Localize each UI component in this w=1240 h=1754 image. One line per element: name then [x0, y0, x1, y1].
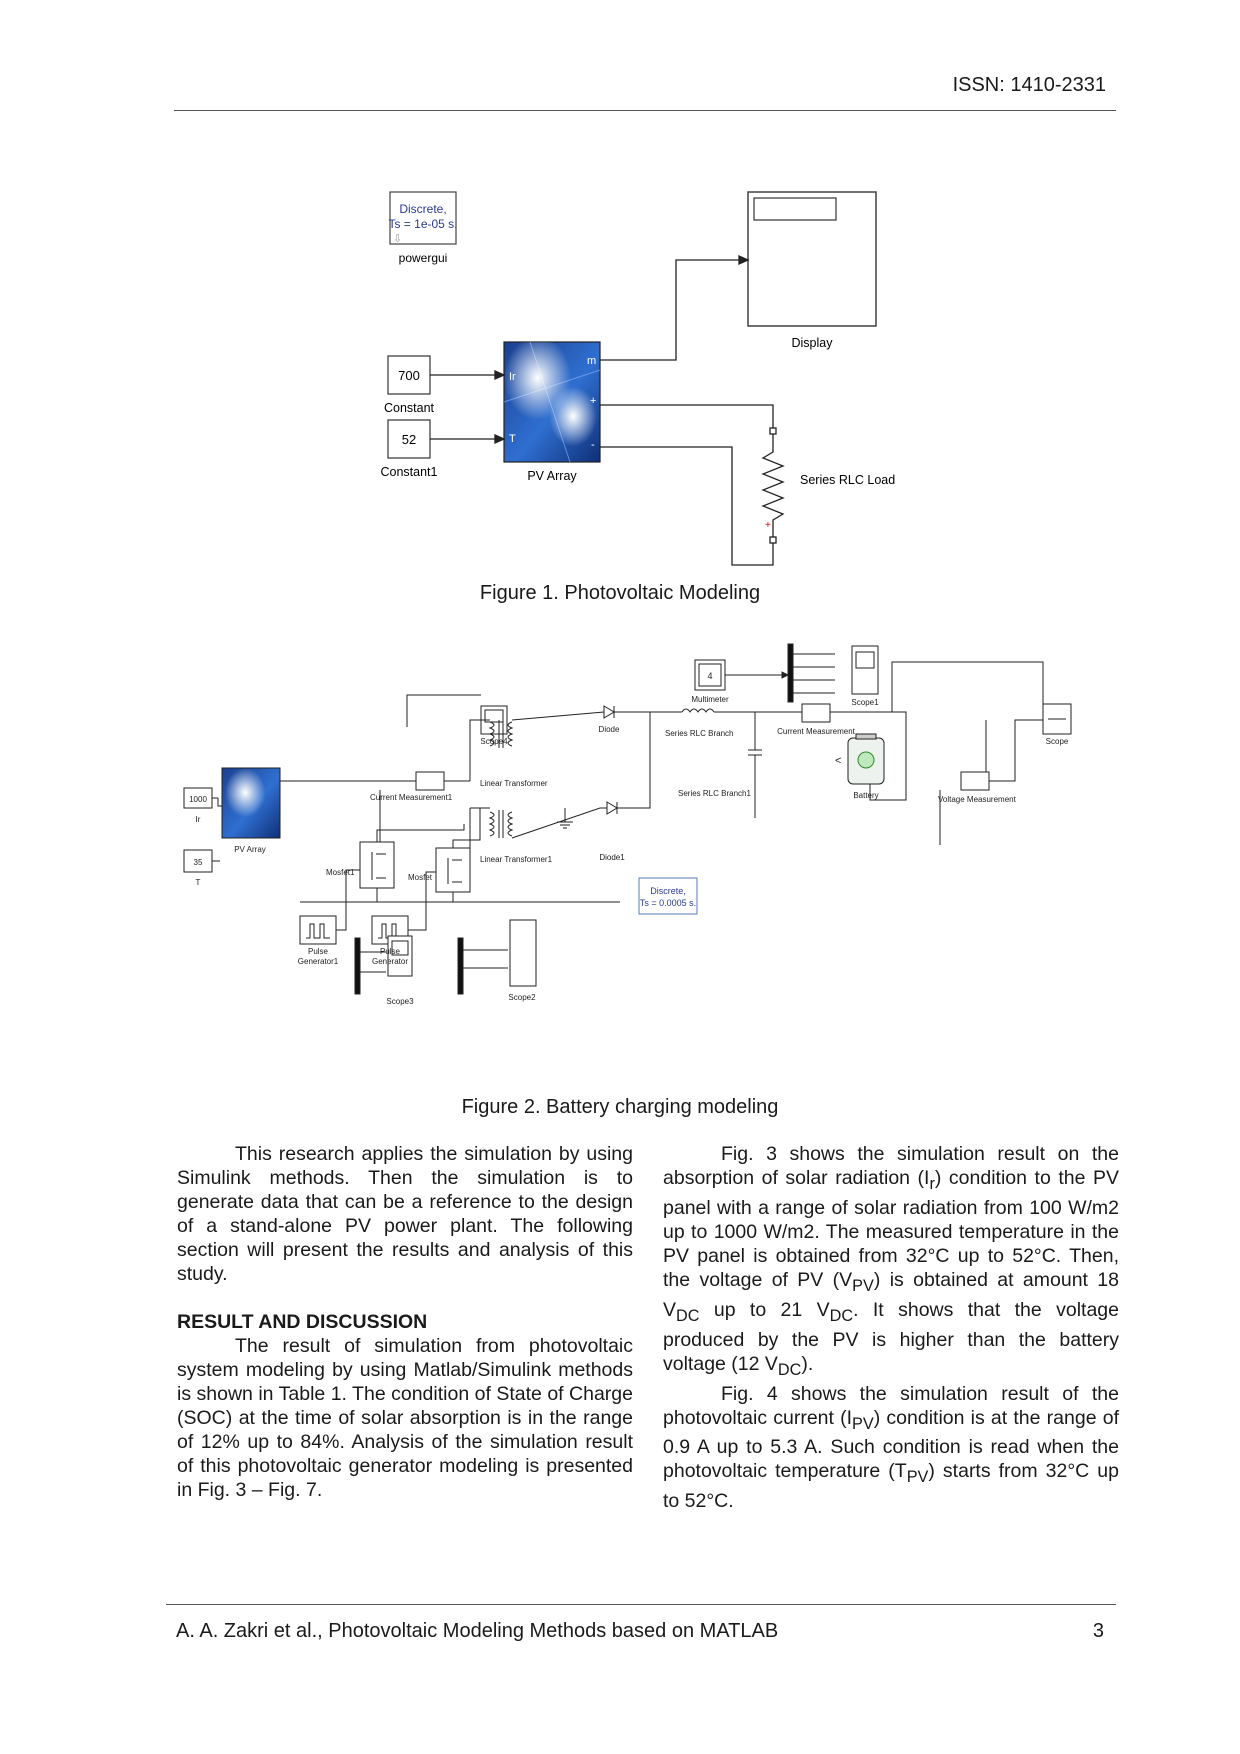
series-rlc-branch-block[interactable]: [681, 708, 715, 713]
diode-block[interactable]: [603, 705, 615, 719]
pv-port-m: m: [587, 355, 596, 367]
left-para-1: This research applies the simulation by …: [177, 1143, 633, 1285]
pulse-generator1-label-2: Generator1: [298, 957, 339, 966]
pv-port-plus: +: [590, 395, 596, 407]
figure-2-wires: [212, 661, 1044, 862]
constant1-block[interactable]: 52: [387, 419, 431, 459]
multimeter-label: Multimeter: [691, 695, 729, 704]
display-label: Display: [792, 336, 834, 350]
figure-2-diagram: <: [183, 643, 1072, 1006]
diode1-block[interactable]: [606, 801, 618, 815]
mux-bar-right: [457, 937, 464, 995]
figure-1-wires: [430, 254, 774, 566]
constant-block[interactable]: 700: [387, 355, 431, 395]
linear-transformer1-block[interactable]: [488, 810, 514, 838]
mosfet1-block[interactable]: [359, 841, 395, 889]
scope-block[interactable]: [1042, 703, 1072, 735]
diode1-label: Diode1: [599, 853, 625, 862]
mux-bar-top: [787, 643, 794, 703]
scope-label: Scope: [1046, 737, 1069, 746]
voltage-measurement-block[interactable]: [960, 771, 990, 791]
pv-port-ir: Ir: [509, 371, 516, 383]
right-para-2: Fig. 4 shows the simulation result of th…: [663, 1382, 1119, 1513]
current-measurement1-label: Current Measurement1: [370, 793, 453, 802]
left-para-2: The result of simulation from photovolta…: [177, 1335, 633, 1501]
powergui-line2: Ts = 1e-05 s.: [388, 217, 457, 231]
figure-1-caption: Figure 1. Photovoltaic Modeling: [479, 582, 761, 604]
figure-1-diagram: Discrete, Ts = 1e-05 s. ⇩ powergui Displ…: [381, 191, 895, 566]
pv-array-2-block[interactable]: [221, 767, 281, 839]
powergui-block[interactable]: Discrete, Ts = 1e-05 s. ⇩: [388, 191, 458, 245]
powergui-2-line1: Discrete,: [650, 886, 686, 896]
right-para-1: Fig. 3 shows the simulation result on th…: [663, 1143, 1119, 1379]
series-rlc-load-block[interactable]: +: [761, 427, 785, 544]
pv-array-label: PV Array: [527, 469, 577, 483]
pv-array-2-label: PV Array: [234, 845, 266, 854]
pv-port-t: T: [509, 433, 516, 445]
pv-port-minus: -: [591, 439, 595, 451]
svg-text:<: <: [835, 755, 841, 767]
pv-array-block[interactable]: Ir T m + -: [503, 341, 601, 463]
linear-transformer-block[interactable]: [488, 720, 514, 748]
powergui-2-block[interactable]: [638, 877, 698, 915]
pulse-generator-label-1: Pulse: [380, 947, 401, 956]
current-measurement-label: Current Measurement: [777, 727, 856, 736]
ir-label: Ir: [196, 815, 201, 824]
constant-value: 700: [398, 368, 420, 383]
mosfet1-label: Mosfet1: [326, 868, 355, 877]
t-value: 35: [194, 858, 203, 867]
mux-bar-left: [354, 937, 361, 995]
right-column: Fig. 3 shows the simulation result on th…: [663, 1142, 1119, 1513]
issn-header: ISSN: 1410-2331: [952, 74, 1106, 96]
scope1-block[interactable]: [851, 645, 879, 695]
battery-block[interactable]: <: [835, 733, 885, 785]
scope3-block[interactable]: [387, 935, 413, 977]
pulse-generator-label-2: Generator: [372, 957, 408, 966]
pulse-generator1-block[interactable]: [299, 915, 337, 945]
scope4-label: Scope4: [480, 737, 508, 746]
multimeter-value: 4: [707, 671, 712, 681]
section-heading: RESULT AND DISCUSSION: [177, 1311, 428, 1333]
series-rlc-branch1-label: Series RLC Branch1: [678, 789, 751, 798]
powergui-2-line2: Ts = 0.0005 s.: [640, 898, 696, 908]
mosfet-block[interactable]: [435, 847, 471, 893]
figure-2-caption: Figure 2. Battery charging modeling: [461, 1096, 779, 1118]
constant1-label: Constant1: [381, 465, 438, 479]
series-rlc-branch1-block[interactable]: [748, 712, 762, 800]
page-number: 3: [1092, 1620, 1104, 1642]
constant-label: Constant: [384, 401, 435, 415]
series-rlc-load-label: Series RLC Load: [800, 473, 895, 487]
mosfet-label: Mosfet: [408, 873, 433, 882]
powergui-arrow-icon: ⇩: [393, 233, 402, 245]
linear-transformer1-label: Linear Transformer1: [480, 855, 553, 864]
pulse-generator1-label-1: Pulse: [308, 947, 329, 956]
svg-text:+: +: [765, 520, 771, 531]
constant1-value: 52: [402, 432, 416, 447]
header-rule: [174, 110, 1116, 111]
footer-rule: [166, 1604, 1116, 1605]
diode-label: Diode: [599, 725, 620, 734]
powergui-label: powergui: [399, 251, 448, 265]
current-measurement1-block[interactable]: [415, 771, 445, 791]
ir-value: 1000: [189, 795, 207, 804]
battery-label: Battery: [853, 791, 878, 800]
scope1-label: Scope1: [851, 698, 879, 707]
current-measurement-block[interactable]: [801, 703, 831, 723]
display-block[interactable]: [747, 191, 877, 327]
t-label: T: [196, 878, 201, 887]
linear-transformer-label: Linear Transformer: [480, 779, 548, 788]
voltage-measurement-label: Voltage Measurement: [938, 795, 1017, 804]
powergui-line1: Discrete,: [399, 202, 446, 216]
scope2-block[interactable]: [509, 919, 537, 987]
scope2-label: Scope2: [508, 993, 536, 1002]
footer-citation: A. A. Zakri et al., Photovoltaic Modelin…: [176, 1620, 779, 1642]
left-column: This research applies the simulation by …: [177, 1142, 633, 1502]
scope3-label: Scope3: [386, 997, 414, 1006]
series-rlc-branch-label: Series RLC Branch: [665, 729, 733, 738]
